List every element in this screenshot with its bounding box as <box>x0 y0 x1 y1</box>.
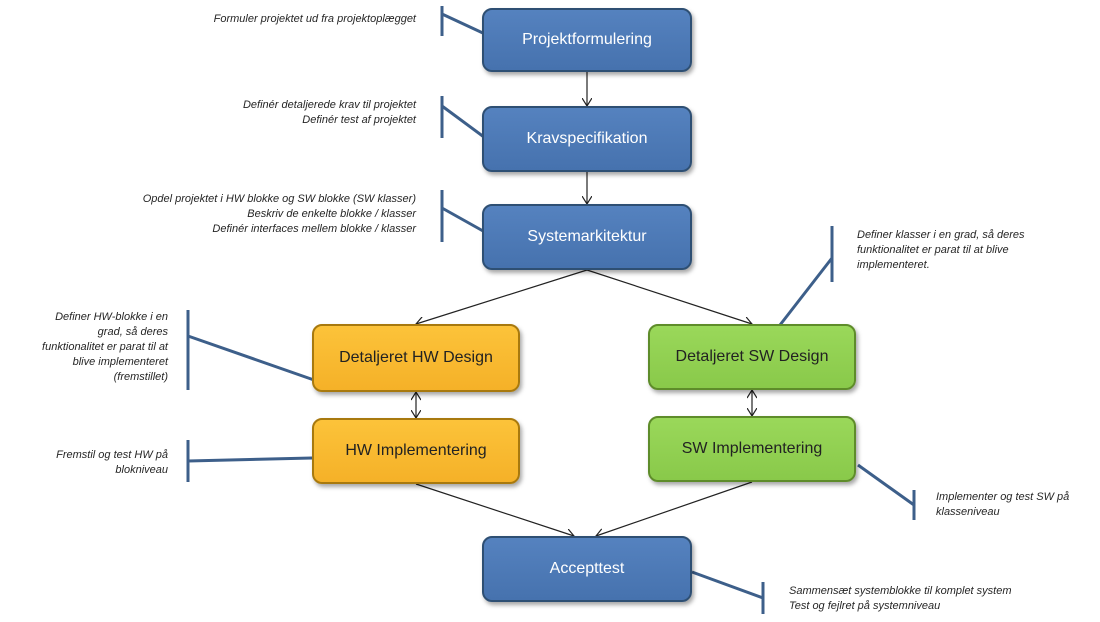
note-line: blokniveau <box>115 464 168 476</box>
note-kravspecifikation: Definér detaljerede krav til projektet D… <box>243 98 416 128</box>
box-sw-design: Detaljeret SW Design <box>648 324 856 390</box>
note-line: Opdel projektet i HW blokke og SW blokke… <box>142 193 416 205</box>
note-projektformulering: Formuler projektet ud fra projektoplægge… <box>214 12 416 27</box>
arrow-arkitektur-to-hw-design <box>416 269 588 324</box>
note-line: Test og fejlret på systemniveau <box>789 600 941 612</box>
box-hw-design-label: Detaljeret HW Design <box>339 349 493 366</box>
box-kravspecifikation-label: Kravspecifikation <box>526 130 648 147</box>
note-accepttest: Sammensæt systemblokke til komplet syste… <box>789 584 1012 614</box>
box-hw-impl: HW Implementering <box>312 418 520 484</box>
note-line: grad, så deres <box>97 326 168 338</box>
box-hw-impl-label: HW Implementering <box>345 442 487 459</box>
note-hw-impl: Fremstil og test HW på blokniveau <box>56 448 168 478</box>
note-line: Definér interfaces mellem blokke / klass… <box>212 223 416 235</box>
arrow-arkitektur-to-sw-design <box>586 269 752 324</box>
note-sw-design: Definer klasser i en grad, så deres funk… <box>857 228 1025 273</box>
note-line: klasseniveau <box>936 506 1000 518</box>
box-kravspecifikation: Kravspecifikation <box>482 106 692 172</box>
box-projektformulering: Projektformulering <box>482 8 692 72</box>
callout-kravspecifikation <box>440 96 489 142</box>
note-line: Definér test af projektet <box>302 114 416 126</box>
box-systemarkitektur: Systemarkitektur <box>482 204 692 270</box>
note-line: funktionalitet er parat til at <box>42 341 168 353</box>
callout-sw-impl <box>857 463 916 520</box>
box-accepttest-label: Accepttest <box>549 560 625 577</box>
box-sw-impl-label: SW Implementering <box>681 440 823 457</box>
arrow-hw-impl-to-accepttest <box>415 483 574 536</box>
note-line: funktionalitet er parat til at blive <box>857 244 1009 256</box>
note-line: (fremstillet) <box>113 371 168 383</box>
box-accepttest: Accepttest <box>482 536 692 602</box>
box-projektformulering-label: Projektformulering <box>522 31 652 48</box>
callout-sw-design <box>778 226 834 326</box>
note-line: Definér detaljerede krav til projektet <box>242 99 416 111</box>
box-hw-design: Detaljeret HW Design <box>312 324 520 392</box>
callout-accepttest <box>691 570 765 614</box>
note-systemarkitektur: Opdel projektet i HW blokke og SW blokke… <box>143 192 416 237</box>
note-line: Sammensæt systemblokke til komplet syste… <box>789 585 1012 597</box>
arrow-sw-impl-to-accepttest <box>596 481 753 536</box>
note-line: Fremstil og test HW på <box>56 449 168 461</box>
note-line: Beskriv de enkelte blokke / klasser <box>247 208 416 220</box>
note-line: implementeret. <box>857 259 930 271</box>
box-systemarkitektur-label: Systemarkitektur <box>527 228 647 245</box>
callout-hw-impl <box>186 440 313 482</box>
note-sw-impl: Implementer og test SW på klasseniveau <box>936 490 1069 520</box>
note-line: Definer HW-blokke i en <box>55 311 168 323</box>
note-line: blive implementeret <box>72 356 168 368</box>
note-line: Formuler projektet ud fra projektoplægge… <box>213 13 416 25</box>
note-line: Implementer og test SW på <box>936 491 1070 503</box>
callout-hw-design <box>186 310 315 390</box>
box-sw-design-label: Detaljeret SW Design <box>675 348 829 365</box>
note-line: Definer klasser i en grad, så deres <box>857 229 1025 241</box>
note-hw-design: Definer HW-blokke i en grad, så deres fu… <box>42 310 168 385</box>
box-sw-impl: SW Implementering <box>648 416 856 482</box>
callout-projektformulering <box>440 6 486 36</box>
